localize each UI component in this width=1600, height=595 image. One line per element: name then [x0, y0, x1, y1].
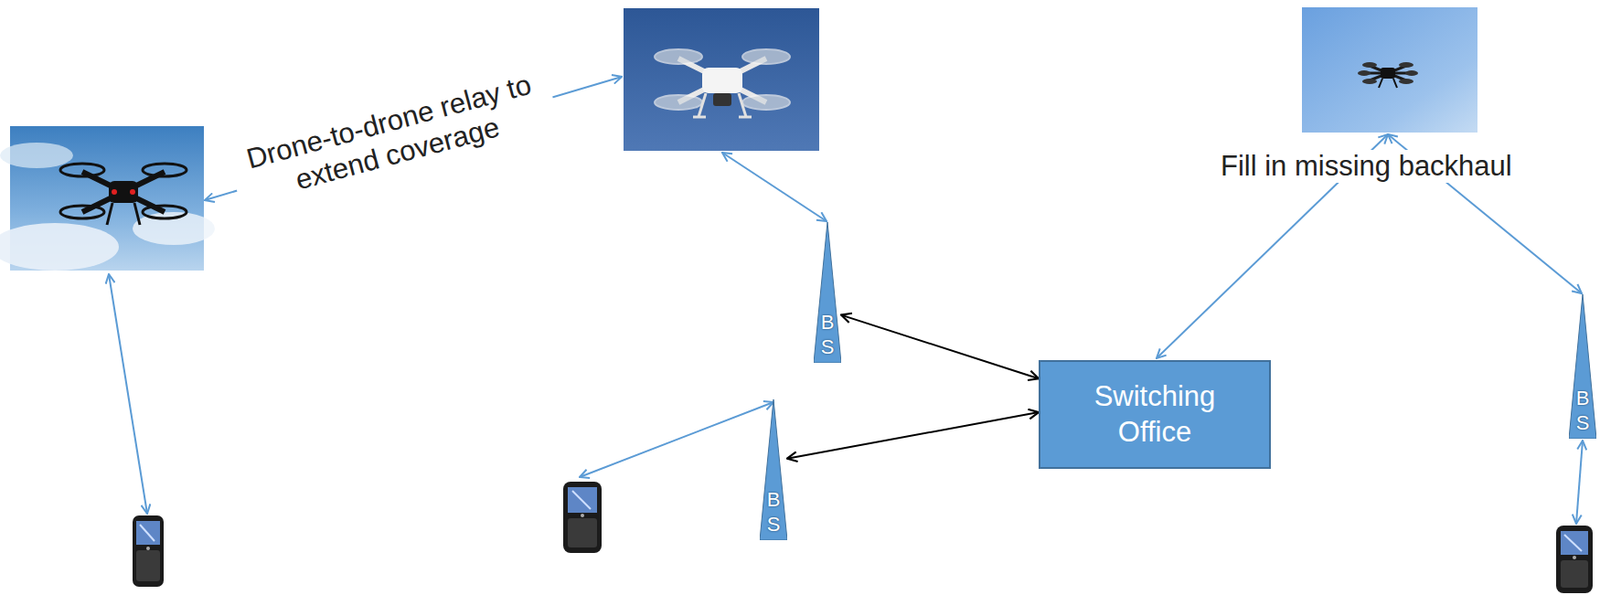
- base-station: B S: [759, 399, 788, 541]
- base-station: B S: [813, 222, 842, 363]
- phone-icon: [132, 515, 164, 587]
- backhaul-link: [787, 412, 1039, 459]
- phone-icon: [563, 481, 602, 554]
- text-holder: B S: [1568, 386, 1597, 436]
- drone-photo: [1301, 7, 1478, 133]
- drone-photo: [0, 126, 215, 271]
- node-label: B S: [764, 488, 783, 537]
- node-label: B S: [1573, 386, 1592, 436]
- text-holder: B S: [813, 310, 842, 360]
- annotation-label: Fill in missing backhaul: [1220, 149, 1513, 183]
- phone-icon: [1556, 525, 1593, 594]
- node-label: B S: [818, 310, 837, 360]
- node-label: Switching Office: [1063, 379, 1247, 451]
- drone-photo: [623, 8, 820, 151]
- process-box: Switching Office: [1038, 360, 1271, 470]
- text-holder: B S: [759, 488, 788, 537]
- backhaul-link: [841, 315, 1039, 380]
- base-station: B S: [1568, 294, 1597, 439]
- annotation-label: Drone-to-drone relay to extend coverage: [225, 64, 561, 213]
